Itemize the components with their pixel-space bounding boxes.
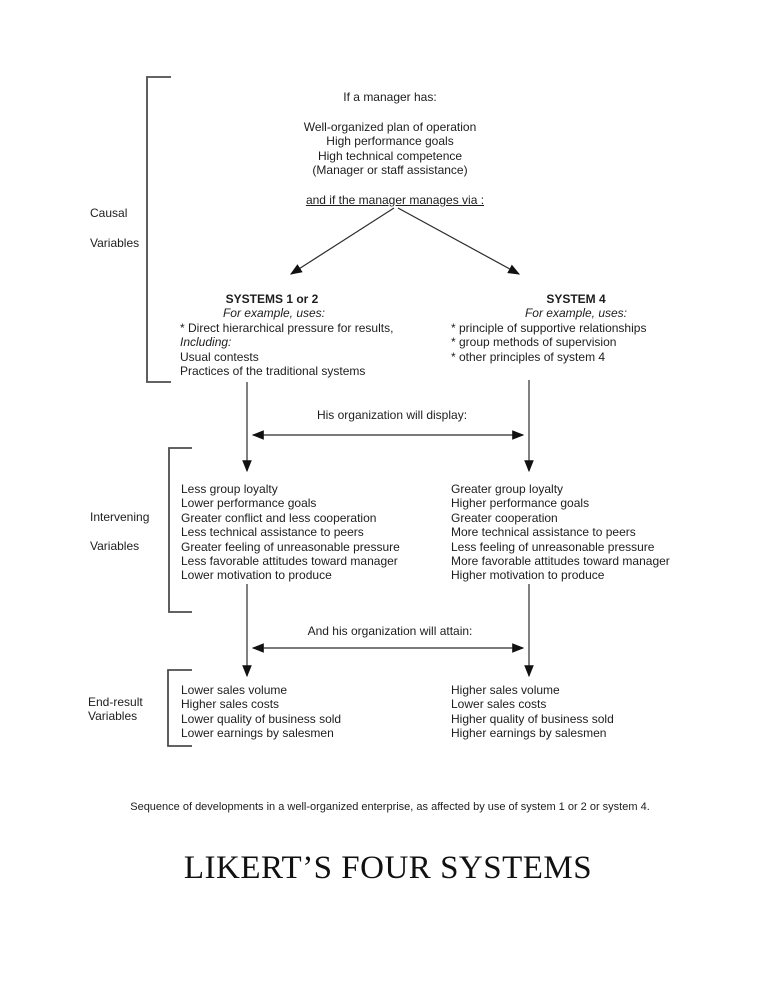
system4-item: * principle of supportive relationships bbox=[451, 321, 647, 335]
conditions-list: Well-organized plan of operation High pe… bbox=[304, 120, 477, 178]
intervening4-item: Greater group loyalty bbox=[451, 482, 564, 496]
intervening12-item: Greater conflict and less cooperation bbox=[181, 510, 377, 525]
systems12-item: * Direct hierarchical pressure for resul… bbox=[180, 321, 394, 335]
intervening12-item: Less group loyalty bbox=[181, 482, 278, 496]
intervening12-item: Greater feeling of unreasonable pressure bbox=[181, 539, 400, 554]
intro-text: If a manager has: bbox=[343, 90, 437, 104]
causal-label-line1: Causal bbox=[90, 206, 128, 220]
intervening12-item: Lower motivation to produce bbox=[181, 568, 332, 583]
systems12-item: Usual contests bbox=[180, 349, 259, 364]
intervening12-list: Less group loyalty Lower performance goa… bbox=[181, 482, 400, 583]
end4-list: Higher sales volume Lower sales costs Hi… bbox=[451, 683, 614, 741]
end4-item: Higher earnings by salesmen bbox=[451, 726, 607, 741]
system4-heading: SYSTEM 4 bbox=[546, 292, 606, 306]
end4-item: Higher sales volume bbox=[451, 683, 560, 697]
end12-item: Lower sales volume bbox=[181, 683, 288, 697]
system4-subheading: For example, uses: bbox=[524, 306, 628, 320]
system4-item: * group methods of supervision bbox=[451, 335, 617, 350]
intervening4-list: Greater group loyalty Higher performance… bbox=[451, 482, 670, 583]
intervening4-item: Higher motivation to produce bbox=[451, 568, 605, 583]
intervening-bracket bbox=[168, 447, 192, 613]
intervening4-item: Greater cooperation bbox=[451, 510, 558, 525]
manages-via-text: and if the manager manages via : bbox=[305, 193, 485, 207]
system4-item: * other principles of system 4 bbox=[451, 349, 606, 364]
intervening-label-line2: Variables bbox=[90, 539, 140, 553]
end4-item: Lower sales costs bbox=[451, 697, 547, 712]
display-label: His organization will display: bbox=[316, 408, 468, 422]
end4-item: Higher quality of business sold bbox=[451, 711, 614, 726]
condition-line: High performance goals bbox=[326, 134, 454, 149]
systems12-item: Practices of the traditional systems bbox=[180, 364, 366, 379]
end-result-bracket bbox=[167, 669, 192, 747]
intervening12-item: Less favorable attitudes toward manager bbox=[181, 554, 398, 569]
systems12-subheading: For example, uses: bbox=[222, 306, 326, 320]
intervening4-item: More favorable attitudes toward manager bbox=[451, 554, 670, 569]
end-result-label: End-result Variables bbox=[88, 695, 143, 723]
figure-caption: Sequence of developments in a well-organ… bbox=[130, 801, 650, 813]
end12-item: Lower quality of business sold bbox=[181, 711, 342, 726]
end12-item: Higher sales costs bbox=[181, 697, 280, 712]
arrow-to-systems12 bbox=[289, 207, 395, 275]
intervening12-item: Lower performance goals bbox=[181, 496, 317, 511]
intervening4-item: More technical assistance to peers bbox=[451, 525, 636, 540]
system4-items: * principle of supportive relationships … bbox=[451, 321, 646, 364]
end12-list: Lower sales volume Higher sales costs Lo… bbox=[181, 683, 341, 741]
attain-label: And his organization will attain: bbox=[307, 624, 473, 638]
condition-line: High technical competence bbox=[317, 148, 463, 163]
intervening4-item: Higher performance goals bbox=[451, 496, 590, 511]
arrow-to-system4 bbox=[397, 207, 521, 275]
end12-item: Lower earnings by salesmen bbox=[181, 726, 334, 741]
causal-bracket bbox=[146, 76, 171, 383]
causal-label-line2: Variables bbox=[90, 236, 140, 250]
systems12-heading: SYSTEMS 1 or 2 bbox=[225, 292, 319, 306]
intervening-label-line1: Intervening bbox=[90, 510, 150, 524]
intervening12-item: Less technical assistance to peers bbox=[181, 525, 364, 540]
end-result-label-line2: Variables bbox=[88, 708, 138, 723]
page-title: LIKERT’S FOUR SYSTEMS bbox=[183, 850, 593, 886]
condition-line: Well-organized plan of operation bbox=[303, 120, 477, 134]
condition-line: (Manager or staff assistance) bbox=[312, 163, 468, 178]
systems12-item: Including: bbox=[180, 335, 232, 350]
end-result-label-line1: End-result bbox=[88, 695, 143, 709]
systems12-items: * Direct hierarchical pressure for resul… bbox=[180, 321, 393, 379]
intervening4-item: Less feeling of unreasonable pressure bbox=[451, 539, 655, 554]
